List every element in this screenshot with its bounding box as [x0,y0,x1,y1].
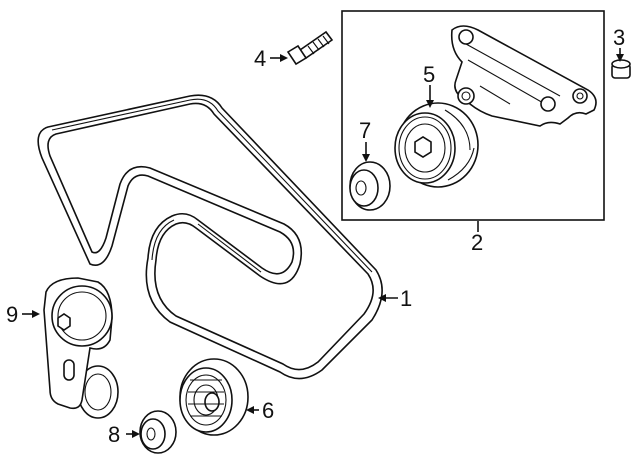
tensioner-bracket[interactable] [450,25,597,127]
dust-cap-8[interactable] [139,410,177,454]
callout-8: 8 [108,422,120,447]
callout-labels: 1 2 3 4 5 6 7 8 9 [6,25,625,447]
callout-2: 2 [471,230,483,255]
callout-1: 1 [400,286,412,311]
callout-3: 3 [613,25,625,50]
callout-6: 6 [262,398,274,423]
callout-9: 9 [6,302,18,327]
idler-pulley-6[interactable] [179,358,249,436]
belt-tensioner-9[interactable] [43,277,119,419]
bolt-4[interactable] [286,30,334,66]
assembly-box [341,10,605,221]
drive-belt[interactable] [37,94,383,380]
callout-5: 5 [423,62,435,87]
leader-arrowheads [32,54,624,438]
callout-4: 4 [254,46,266,71]
idler-pulley-5[interactable] [394,102,479,188]
cap-3[interactable] [611,59,631,79]
dust-cap-7[interactable] [349,161,391,211]
callout-7: 7 [359,118,371,143]
